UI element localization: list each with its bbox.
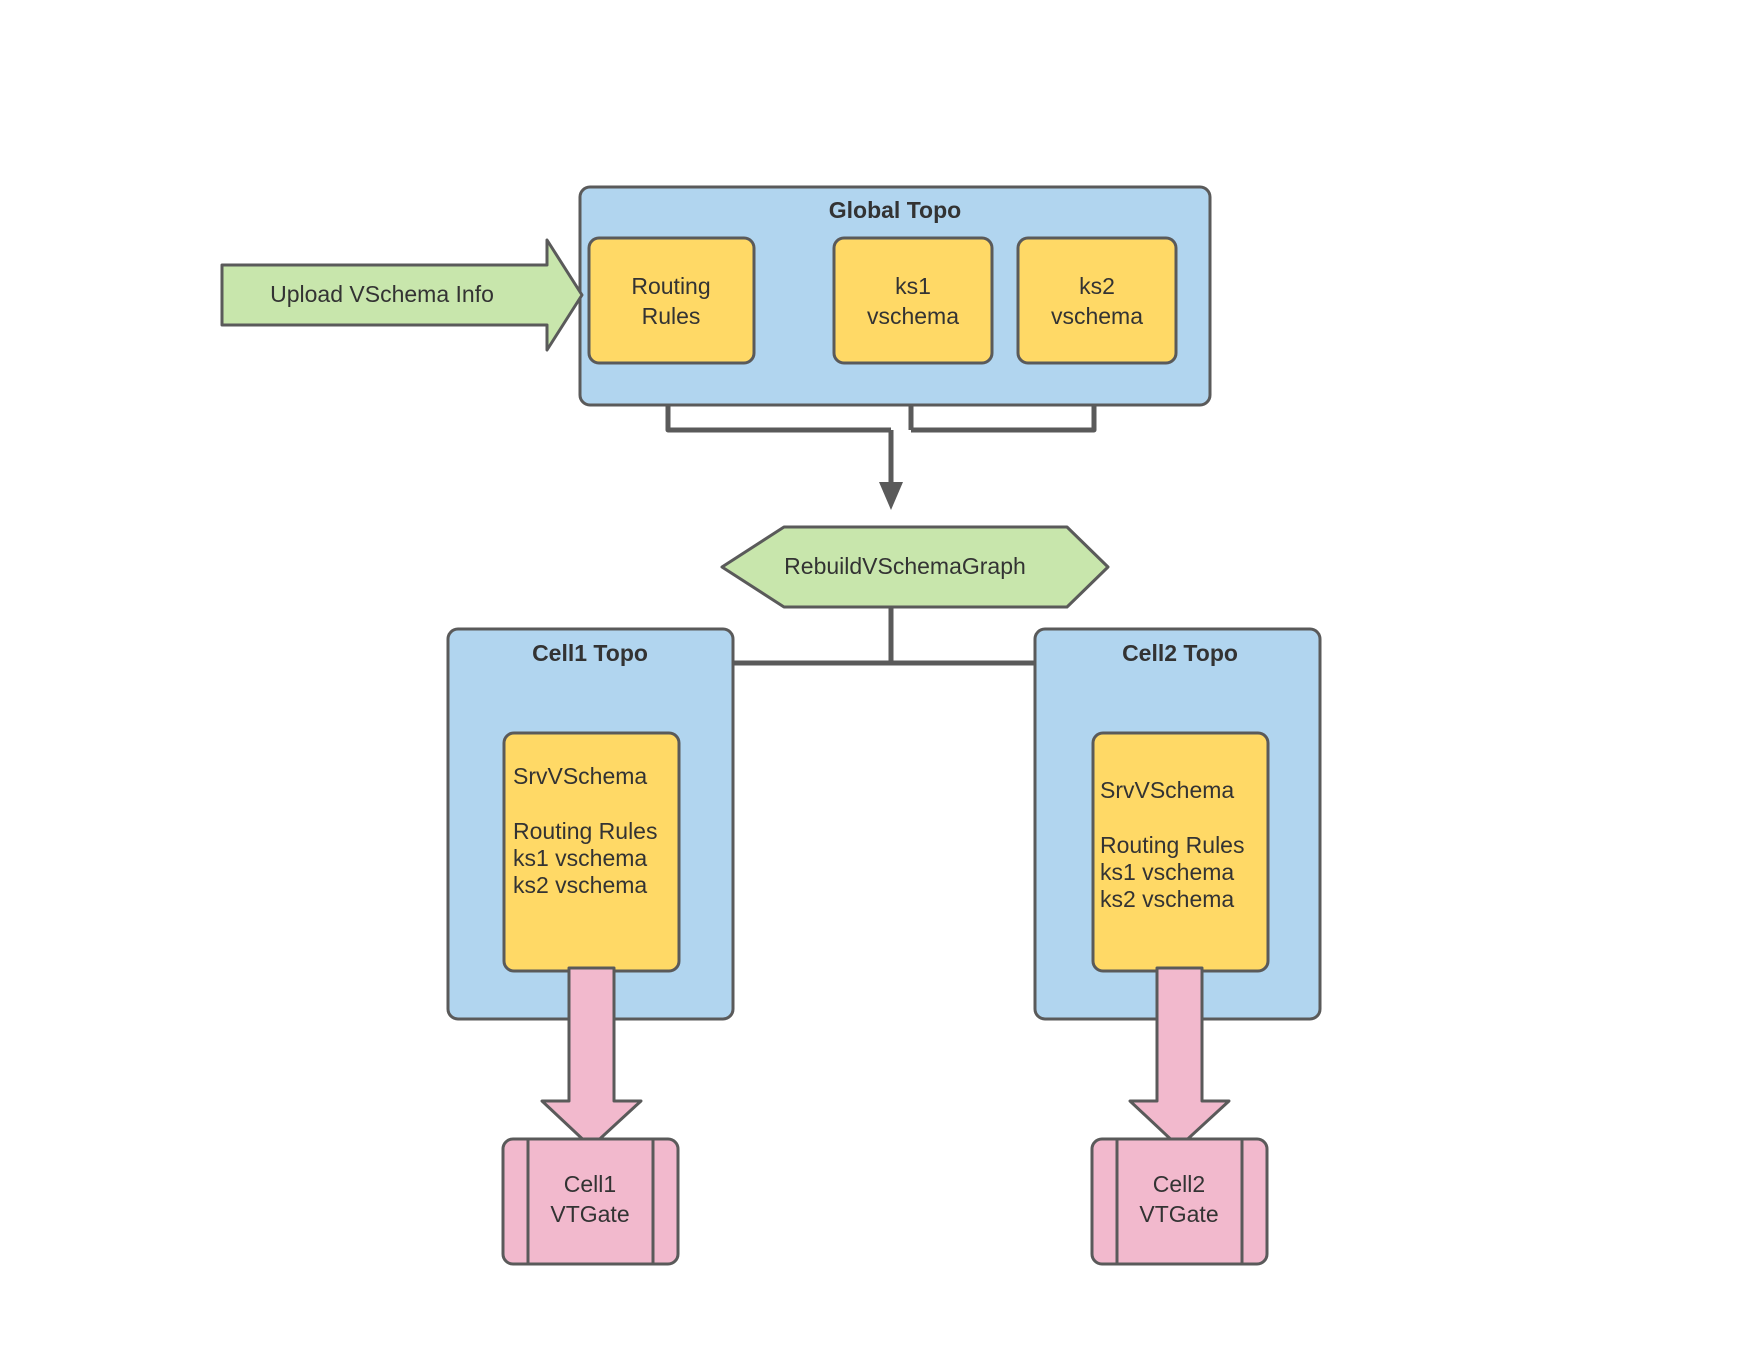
cell2-srv-item-1: ks1 vschema <box>1100 859 1234 885</box>
cell1-vtgate-line1: Cell1 <box>564 1171 616 1197</box>
arrowhead-to-rebuild <box>879 482 903 510</box>
cell2-srv-item-0: Routing Rules <box>1100 832 1244 858</box>
cell1-srv-title: SrvVSchema <box>513 763 647 789</box>
global-topo-label: Global Topo <box>829 197 961 223</box>
ks1-vschema-line1: ks1 <box>895 273 931 299</box>
ks2-vschema-line2: vschema <box>1051 303 1143 329</box>
cell2-topo-label: Cell2 Topo <box>1122 640 1238 666</box>
global-topo-container[interactable]: Global Topo Routing Rules ks1 vschema ks… <box>578 185 1212 407</box>
cell1-srv-to-vtgate-arrow <box>540 966 643 1149</box>
ks2-vschema-box[interactable] <box>1016 236 1178 365</box>
rebuild-vschema-graph-node[interactable]: RebuildVSchemaGraph <box>720 525 1110 609</box>
upload-arrow-label: Upload VSchema Info <box>270 281 494 307</box>
cell1-pink-arrow-shape <box>540 966 643 1149</box>
routing-rules-line1: Routing <box>631 273 710 299</box>
node-ks1-vschema[interactable]: ks1 vschema <box>832 236 994 365</box>
cell2-topo-container[interactable]: Cell2 Topo SrvVSchema Routing Rules ks1 … <box>1033 627 1322 1021</box>
cell2-vtgate-node[interactable]: Cell2 VTGate <box>1090 1137 1269 1266</box>
cell2-vtgate-line1: Cell2 <box>1153 1171 1205 1197</box>
ks1-vschema-box[interactable] <box>832 236 994 365</box>
rebuild-hexagon-shape[interactable] <box>720 525 1110 609</box>
upload-vschema-arrow[interactable]: Upload VSchema Info <box>220 238 584 352</box>
cell1-vtgate-box[interactable] <box>501 1137 680 1266</box>
cell1-srv-item-1: ks1 vschema <box>513 845 647 871</box>
cell1-vtgate-line2: VTGate <box>550 1201 629 1227</box>
routing-rules-line2: Rules <box>642 303 701 329</box>
upload-arrow-shape[interactable] <box>220 238 584 352</box>
cell1-topo-label: Cell1 Topo <box>532 640 648 666</box>
cell2-vtgate-box[interactable] <box>1090 1137 1269 1266</box>
cell1-srv-item-0: Routing Rules <box>513 818 657 844</box>
ks2-vschema-line1: ks2 <box>1079 273 1115 299</box>
node-routing-rules[interactable]: Routing Rules <box>587 236 756 365</box>
node-ks2-vschema[interactable]: ks2 vschema <box>1016 236 1178 365</box>
cell2-pink-arrow-shape <box>1128 966 1231 1149</box>
cell2-srv-vschema-node[interactable]: SrvVSchema Routing Rules ks1 vschema ks2… <box>1091 731 1270 973</box>
rebuild-label: RebuildVSchemaGraph <box>784 553 1026 579</box>
cell2-srv-to-vtgate-arrow <box>1128 966 1231 1149</box>
cell1-srv-vschema-node[interactable]: SrvVSchema Routing Rules ks1 vschema ks2… <box>502 731 681 973</box>
cell1-srv-item-2: ks2 vschema <box>513 872 647 898</box>
ks1-vschema-line2: vschema <box>867 303 959 329</box>
cell2-vtgate-line2: VTGate <box>1139 1201 1218 1227</box>
cell2-srv-item-2: ks2 vschema <box>1100 886 1234 912</box>
cell1-topo-container[interactable]: Cell1 Topo SrvVSchema Routing Rules ks1 … <box>446 627 735 1021</box>
routing-rules-box[interactable] <box>587 236 756 365</box>
cell2-srv-title: SrvVSchema <box>1100 777 1234 803</box>
cell1-vtgate-node[interactable]: Cell1 VTGate <box>501 1137 680 1266</box>
